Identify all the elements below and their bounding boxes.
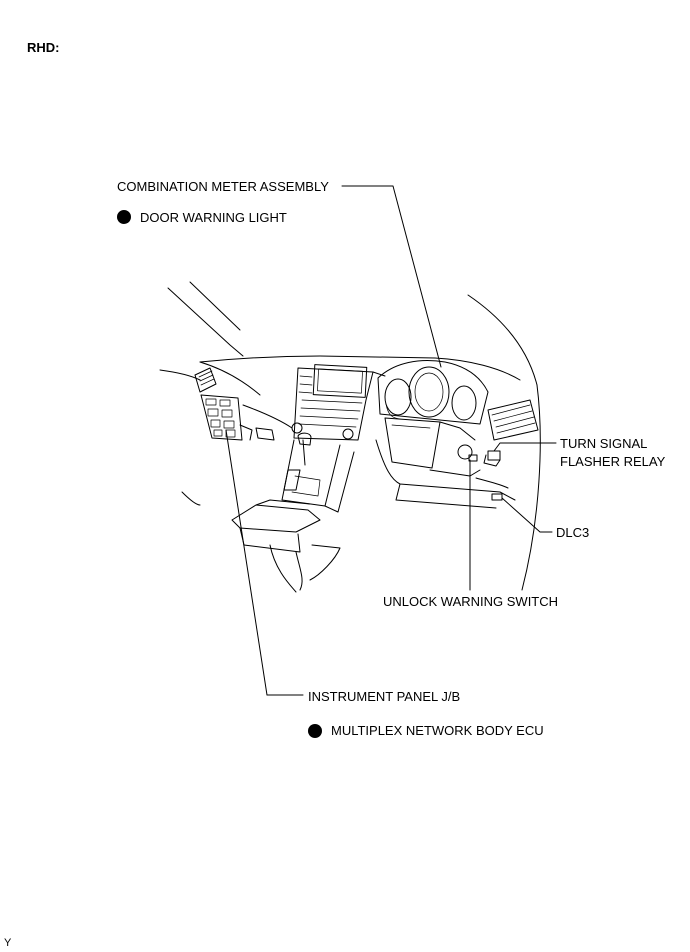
navigation-screen [312, 364, 368, 398]
turn-signal-label-line2: FLASHER RELAY [560, 454, 666, 469]
gauge-right [451, 385, 477, 421]
combination-meter-label: COMBINATION METER ASSEMBLY [117, 179, 329, 194]
left-small-vent [255, 427, 275, 441]
unlock-warning-switch [468, 454, 478, 462]
leader-turn-signal [493, 442, 557, 452]
gauge-left [384, 378, 412, 416]
dlc3-connector [491, 493, 503, 501]
bullet-icon [117, 210, 131, 224]
knob-right [342, 428, 354, 440]
door-edge-left [159, 369, 201, 381]
multiplex-ecu-label: MULTIPLEX NETWORK BODY ECU [331, 723, 544, 738]
shift-lever [297, 432, 312, 466]
instrument-panel-jb [200, 394, 243, 441]
dash-top-front [199, 361, 261, 396]
left-a-pillar [167, 287, 244, 357]
figure-code: Y [4, 937, 12, 949]
center-console [281, 439, 341, 507]
cluster-hood [377, 360, 489, 425]
center-stack [293, 367, 374, 441]
left-vent [194, 367, 217, 393]
dlc3-label: DLC3 [556, 525, 590, 540]
turn-signal-label-line1: TURN SIGNAL [560, 436, 648, 451]
unlock-warning-switch-body [457, 444, 473, 460]
door-lower-left [181, 491, 201, 506]
page-title: RHD: [27, 40, 60, 55]
rear-console [295, 551, 303, 591]
right-body-edge [521, 384, 541, 591]
bullet-icon [308, 724, 322, 738]
dash-top [199, 355, 521, 381]
turn-signal-flasher-relay [487, 450, 501, 461]
leader-dlc3 [501, 497, 553, 533]
door-warning-light-label: DOOR WARNING LIGHT [140, 210, 287, 225]
instrument-panel-jb-label: INSTRUMENT PANEL J/B [308, 689, 461, 704]
leader-combination-meter [341, 185, 442, 368]
unlock-warning-switch-label: UNLOCK WARNING SWITCH [383, 594, 559, 609]
gauge-center [408, 366, 450, 418]
right-a-pillar [467, 294, 538, 386]
right-vent [487, 399, 539, 441]
knob-left [291, 422, 303, 434]
leader-instrument-panel-jb [225, 429, 304, 696]
left-a-pillar-inner [189, 281, 241, 331]
steering-column [384, 417, 441, 469]
armrest [231, 504, 321, 533]
